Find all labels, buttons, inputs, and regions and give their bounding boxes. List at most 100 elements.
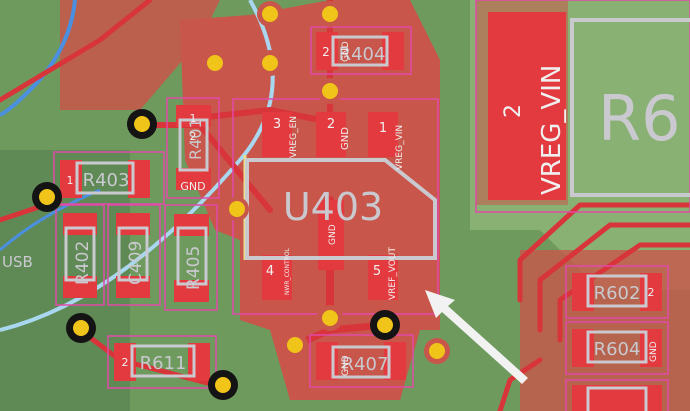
via [32,182,62,212]
u403-pad-4[interactable] [262,255,292,300]
r403-footprint[interactable]: R403 1 [53,151,165,205]
r602-courtyard [565,265,669,319]
r407-net: GND [341,355,351,376]
r611-courtyard [107,335,217,389]
r401-net: GND [180,180,205,193]
blue-trace [0,0,77,117]
r6-pad-2[interactable] [488,12,566,200]
via [127,109,157,139]
via [317,1,343,27]
r403-courtyard [53,151,165,205]
via [282,332,308,358]
r6-net: VREG_VIN [537,65,567,195]
r401-footprint[interactable]: R401 1 2 GND [166,97,220,199]
blue-trace-2 [0,188,101,252]
via [66,313,96,343]
r401-silkscreen [178,118,209,172]
r401-pin2: 2 [190,130,197,143]
r407-courtyard [309,334,414,388]
r604-silkscreen [586,330,648,364]
c409-ref: C409 [126,241,146,285]
r602-pin2: 2 [648,286,655,299]
r602-silkscreen [586,274,648,308]
u403-net2: GND [340,127,351,150]
r402-pad-1[interactable] [63,213,97,235]
r404-ref: R404 [339,44,386,65]
r604-net: GND [649,341,659,362]
u403-ref: U403 [283,185,383,229]
c409-footprint[interactable]: C409 [107,204,161,306]
u403-silkscreen [245,158,437,260]
u403-pin3-num: 3 [273,117,281,132]
partial-part-bottom-right [565,379,669,411]
partial-silk-bottom-right [586,386,648,411]
r611-footprint[interactable]: R611 2 [107,335,217,389]
via [202,50,228,76]
u403-net3: VREG_EN [289,116,299,158]
r402-silkscreen [64,226,96,282]
via [225,197,249,221]
u403-pad-2[interactable] [316,112,346,157]
r403-ref: R403 [83,170,130,191]
r402-courtyard [55,204,105,306]
u403-net1: VREG_VIN [395,125,405,170]
r403-pin1: 1 [67,174,74,187]
u403-pad-1[interactable] [368,112,398,157]
r604-ref: R604 [594,339,641,360]
u403-net-center: GND [328,224,338,245]
r404-net: GND [341,41,351,62]
via [424,338,450,364]
r611-ref: R611 [140,353,187,374]
r402-footprint[interactable]: R402 [55,204,105,306]
usb-label: USB [2,253,33,271]
c409-pad-1[interactable] [116,213,150,235]
r6-footprint[interactable]: R6 2 VREG_VIN [475,0,690,213]
r6-ref: R6 [598,82,681,155]
via [370,310,400,340]
r407-ref: R407 [342,354,389,375]
u403-pin4-num: 4 [266,264,274,279]
r611-pin2: 2 [122,356,129,369]
r402-ref: R402 [73,241,93,285]
r6-courtyard [475,0,690,213]
r604-footprint[interactable]: R604 GND [565,321,669,375]
r404-silkscreen [331,35,389,67]
vias [32,1,450,400]
u403-pin5-num: 5 [373,264,381,279]
r404-pin2: 2 [322,45,330,59]
r405-courtyard [164,204,218,311]
via [257,50,283,76]
r405-silkscreen [176,226,208,286]
r404-footprint[interactable]: R404 2 GND [310,26,412,75]
r604-courtyard [565,321,669,375]
c409-courtyard [107,204,161,306]
u403-pad-3[interactable] [262,112,292,157]
r403-silkscreen [75,161,135,195]
via [317,305,343,331]
r6-silkscreen [570,18,690,197]
r611-silkscreen [130,344,196,378]
u403-net5: VREF_VOUT [388,247,398,300]
c409-silkscreen [117,226,149,282]
r407-silkscreen [331,345,391,379]
r602-ref: R602 [594,283,641,304]
u403-pin1-num: 1 [379,121,387,136]
r405-footprint[interactable]: R405 [164,204,218,311]
r6-pin2: 2 [501,104,526,118]
via [317,78,343,104]
r401-ref: R401 [186,118,205,160]
r401-pad-2[interactable] [176,168,211,190]
pointer-arrow-icon [425,290,528,384]
r401-courtyard [166,97,220,199]
r405-pad-1[interactable] [174,214,209,236]
r404-courtyard [310,26,412,75]
u403-pad-5[interactable] [368,255,398,300]
r407-footprint[interactable]: R407 GND [309,334,414,388]
copper-pour-top-left [60,0,220,110]
r602-footprint[interactable]: R602 2 [565,265,669,319]
u403-net4: NWR_CONTROL [284,247,291,295]
r401-pin1: 1 [190,112,197,125]
via [257,1,283,27]
via [208,370,238,400]
